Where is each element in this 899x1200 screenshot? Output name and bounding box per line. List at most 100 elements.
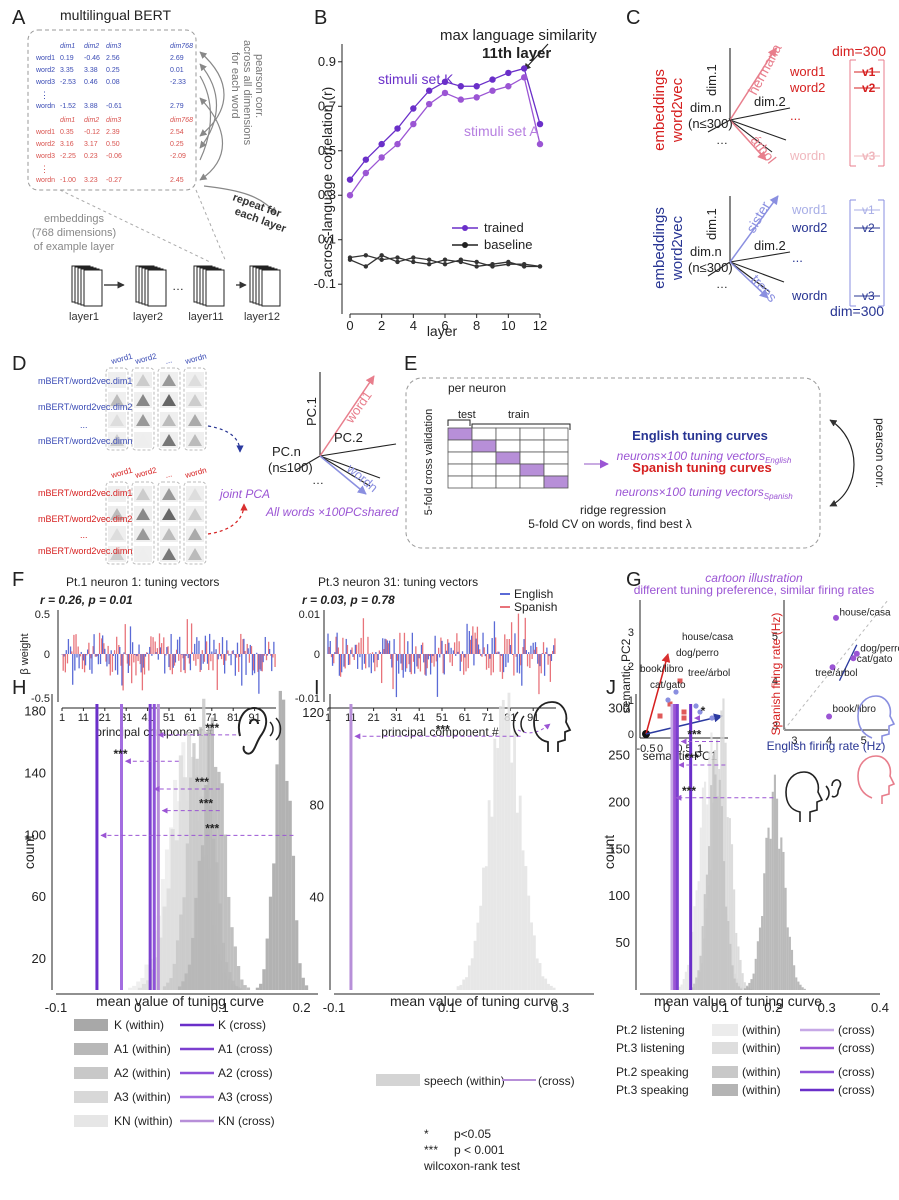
- hist-bar: [720, 806, 723, 990]
- hist-bar: [473, 940, 477, 990]
- hist-bar: [217, 771, 221, 990]
- b-point: [347, 257, 353, 262]
- hist-bar: [476, 922, 480, 990]
- a-matrix-cell: 0.25: [170, 141, 184, 148]
- h-cross-line: [95, 704, 99, 990]
- hist-bar: [204, 785, 208, 990]
- a-matrix-cell: -2.25: [60, 153, 76, 160]
- panel-g: cartoon illustration different tuning pr…: [619, 571, 899, 763]
- hist-bar: [746, 986, 749, 990]
- hist-bar: [678, 986, 681, 990]
- d-red-triangle: [162, 548, 176, 560]
- f-xtick-label: 31: [120, 712, 132, 724]
- b-point: [458, 257, 464, 262]
- f-ytick-label: -0.5: [31, 693, 50, 705]
- d-joint-pca: joint PCA: [218, 487, 270, 501]
- h-legend-within: A3 (within): [114, 1090, 171, 1104]
- ear-icon: [238, 706, 282, 755]
- a-layer-sheet: [261, 269, 281, 307]
- a-col-2r: dim2: [84, 117, 99, 124]
- hist-bar: [210, 717, 215, 990]
- j-legend-label: Pt.2 speaking: [616, 1065, 689, 1079]
- hist-bar: [275, 764, 279, 990]
- hist-bar: [184, 973, 188, 990]
- i-xtick: -0.1: [323, 1000, 345, 1015]
- d-red-triangle: [136, 528, 150, 540]
- d-blue-column-frame: [157, 367, 181, 451]
- h-xtick: 0.1: [211, 1000, 229, 1015]
- j-star: ***: [682, 784, 696, 798]
- f-stat-2: r = 0.03, p = 0.78: [302, 593, 395, 607]
- a-col-3r: dim3: [106, 117, 121, 124]
- g1-spanish-square: [681, 715, 687, 721]
- hist-bar: [708, 846, 711, 990]
- hist-bar: [170, 829, 175, 990]
- e-ridge-sub: 5-fold CV on words, find best λ: [528, 517, 691, 531]
- g1-ytick: 2: [628, 661, 634, 673]
- e-eng-sub-sub: English: [765, 456, 792, 465]
- b-point: [379, 253, 384, 258]
- j-cross-line: [675, 704, 679, 990]
- j-legend-cross: (cross): [838, 1065, 875, 1079]
- b-point: [536, 140, 544, 148]
- hist-bar: [748, 982, 751, 990]
- j-ytick: 200: [608, 794, 630, 809]
- a-matrix-cell: 2.54: [170, 129, 184, 136]
- g1-xtick: -0.5: [637, 743, 656, 755]
- hist-bar: [518, 795, 522, 990]
- panel-c: embeddings word2vec embeddings word2vec …: [651, 41, 886, 319]
- g1-xtick: 0: [657, 743, 663, 755]
- d-red-triangle: [110, 548, 124, 560]
- hist-bar: [552, 987, 556, 990]
- hist-bar: [544, 978, 548, 990]
- c-dim2-bot: dim.2: [754, 238, 786, 253]
- hist-bar: [527, 895, 531, 990]
- c-bot-side-2: word2vec: [669, 215, 686, 281]
- f-xtick-label: 81: [227, 712, 239, 724]
- hist-bar: [162, 906, 167, 990]
- d-blue-triangle: [110, 394, 124, 406]
- hist-bar: [733, 978, 736, 990]
- b-label-a: stimuli set A: [464, 123, 539, 139]
- b-point: [362, 169, 370, 177]
- d-word1: word1: [342, 388, 375, 426]
- a-pearson-3: for each word: [229, 52, 241, 119]
- f-ytick-label: 0: [44, 649, 50, 661]
- j-xtick: 0.2: [764, 1000, 782, 1015]
- hist-bar: [223, 834, 228, 990]
- panel-label-c: C: [626, 7, 640, 29]
- d-blue-triangle: [110, 374, 124, 386]
- d-blue-column-frame: [105, 367, 129, 451]
- b-point: [520, 65, 528, 72]
- hist-bar: [790, 949, 794, 990]
- b-point: [395, 255, 400, 260]
- hist-bar: [132, 985, 137, 990]
- h-star: ***: [205, 721, 219, 735]
- b-point: [394, 140, 401, 148]
- j-xlabel: mean value of tuning curve: [654, 993, 822, 1009]
- b-point: [442, 257, 448, 262]
- hist-bar: [179, 914, 183, 990]
- hist-bar: [735, 982, 738, 990]
- panel-a: multilingual BERT dim1 dim2 dim3 dim768 …: [27, 7, 288, 323]
- g2-ytick: 3: [772, 721, 778, 733]
- j-xtick: 0.3: [818, 1000, 836, 1015]
- j-legend-cross: (cross): [838, 1023, 875, 1037]
- d-red-triangle: [110, 488, 124, 500]
- e-spa-sub: neurons×100 tuning vectorsSpanish: [615, 485, 793, 501]
- g1-english-dot: [709, 715, 715, 721]
- b-point: [411, 255, 416, 260]
- hist-bar: [771, 791, 774, 990]
- c-dim1-top: dim.1: [704, 64, 719, 96]
- a-col-4r: dim768: [170, 117, 193, 124]
- g1-spanish-square: [677, 678, 683, 684]
- h-cross-line: [148, 704, 152, 990]
- hist-bar: [705, 874, 708, 990]
- d-red-column-frame: [183, 481, 207, 565]
- i-sig2-sym: ***: [424, 1143, 438, 1157]
- hist-bar: [137, 987, 142, 990]
- i-test: wilcoxon-rank test: [423, 1159, 521, 1173]
- hist-bar: [776, 798, 779, 990]
- hist-bar: [733, 889, 736, 990]
- hist-bar: [493, 738, 497, 990]
